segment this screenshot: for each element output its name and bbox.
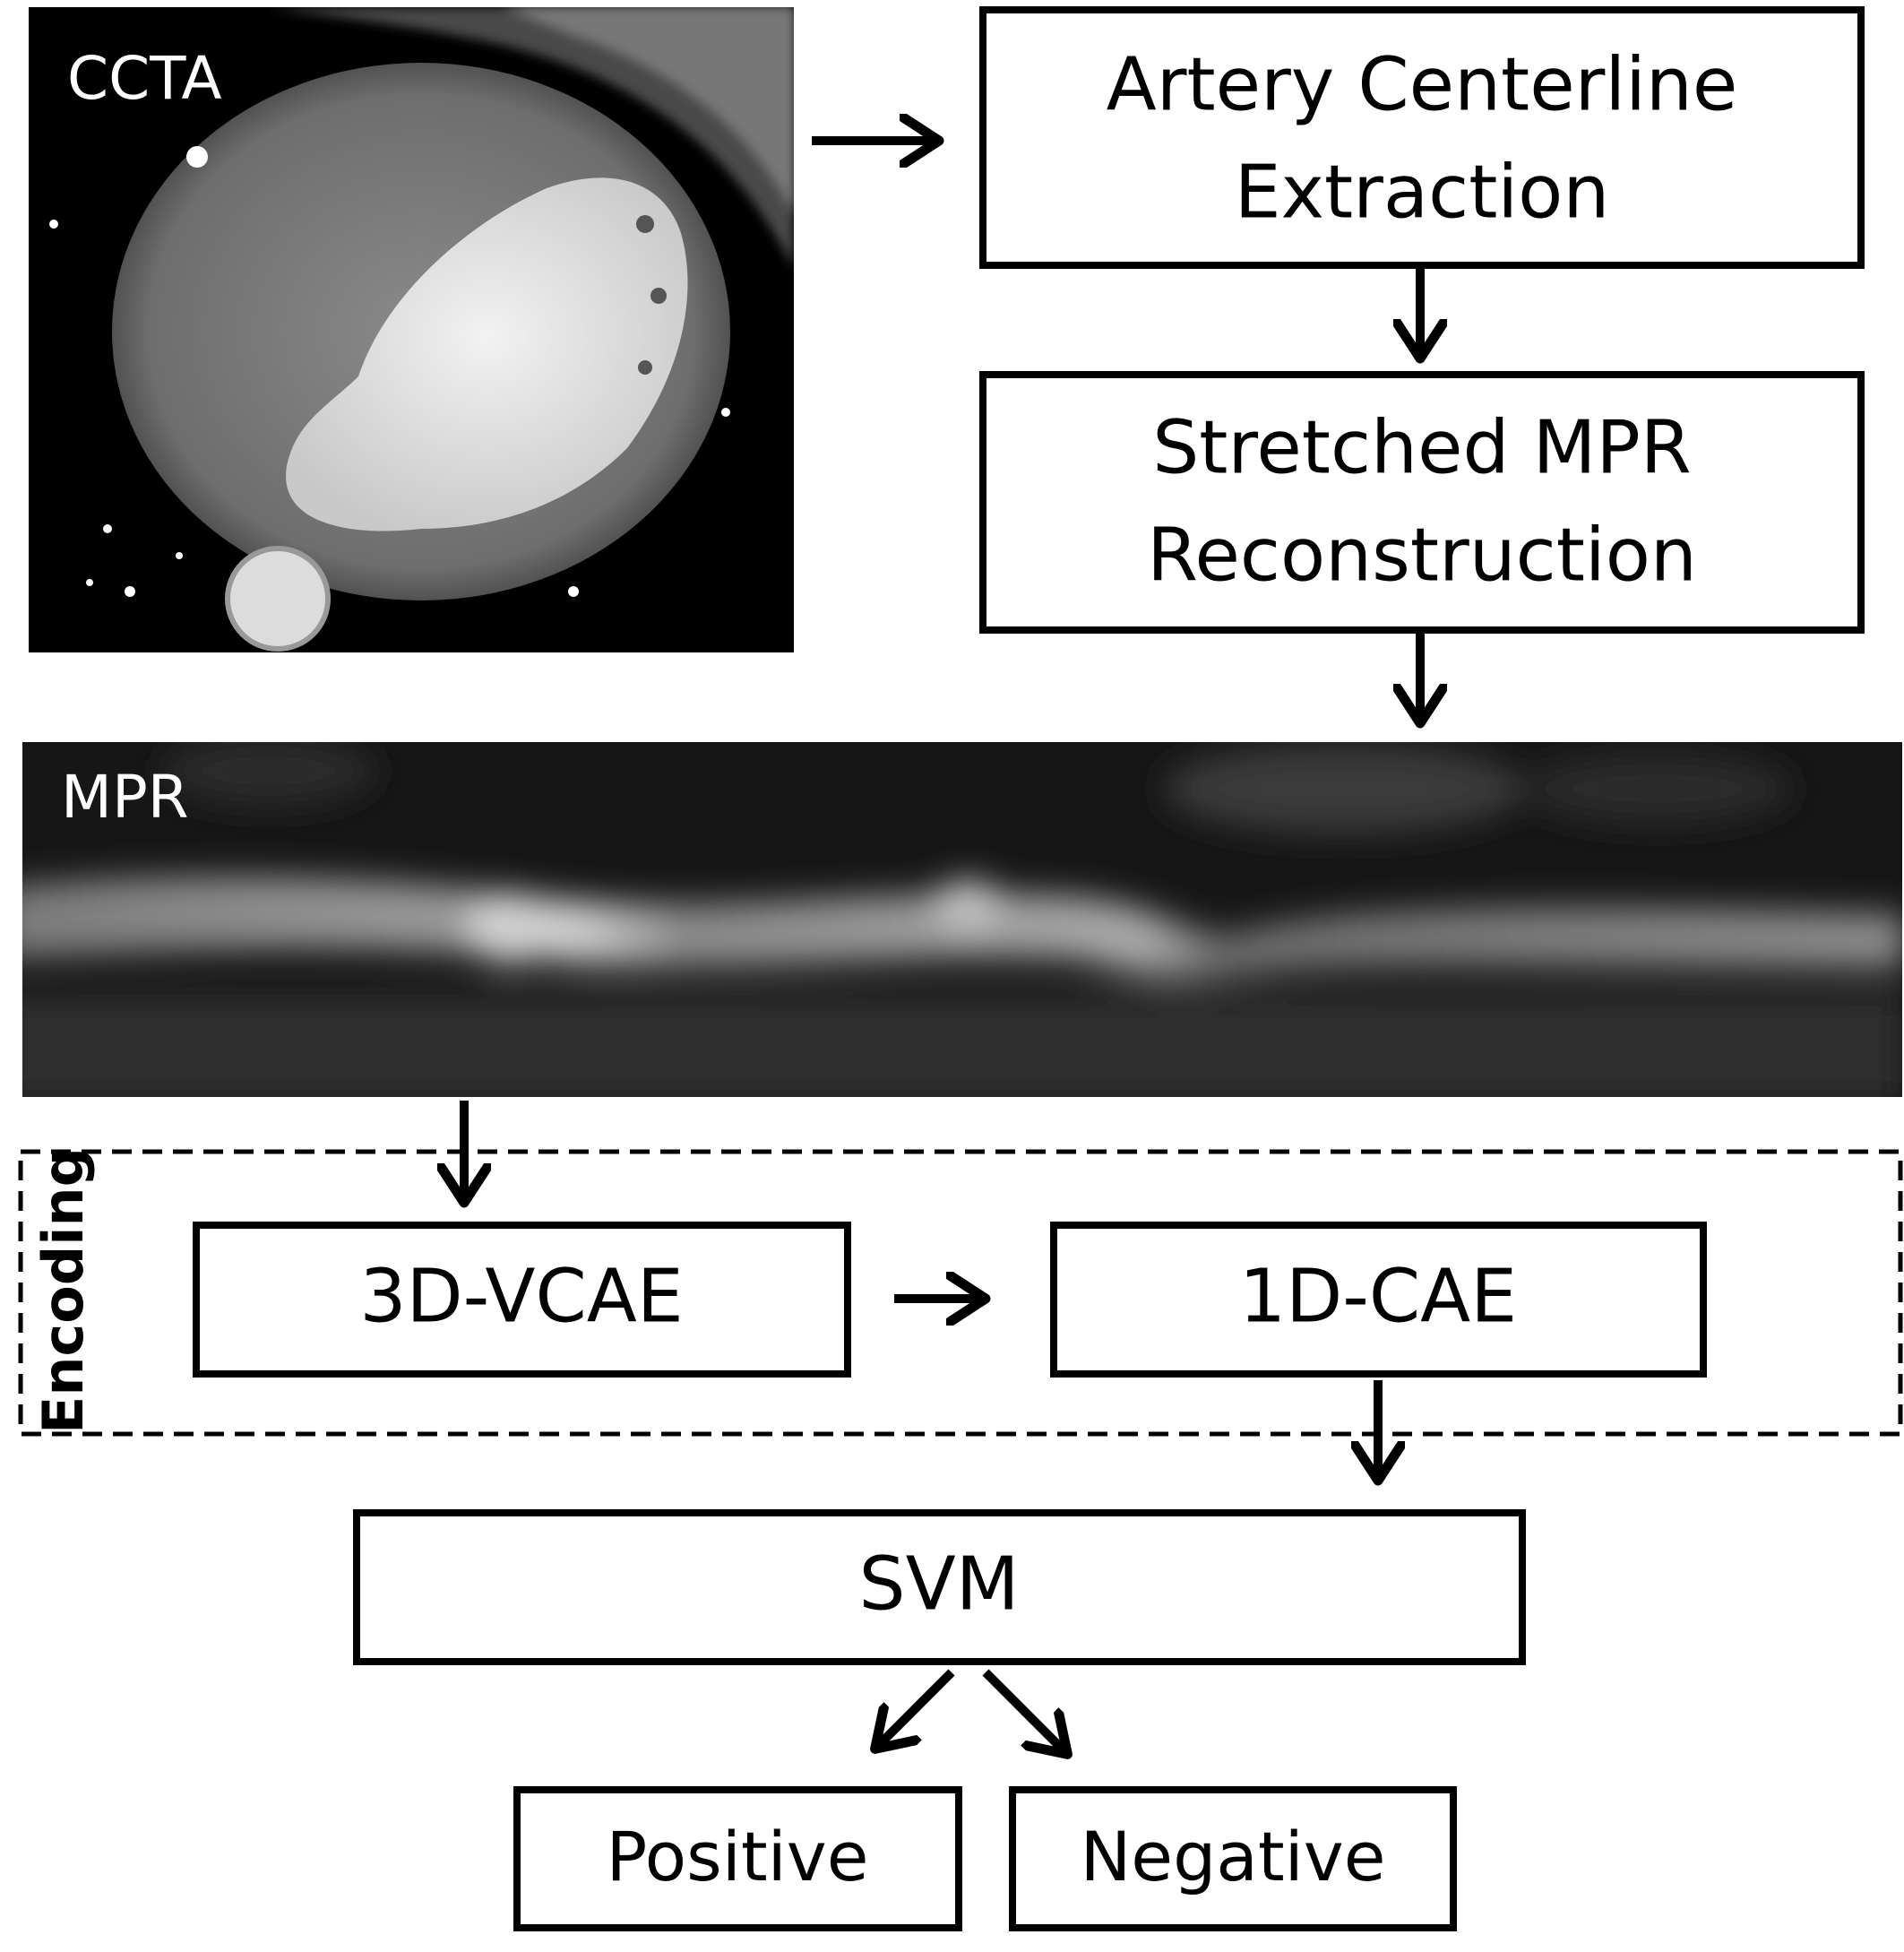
lung-vessel-dot (86, 579, 93, 586)
lung-vessel-dot (125, 586, 135, 597)
heart-chambers (286, 177, 688, 531)
arrow-svm-to-negative (982, 1669, 1066, 1753)
mpr-image: MPR (22, 742, 1902, 1097)
fat-speckle (650, 288, 667, 304)
negative-text: Negative (1080, 1817, 1385, 1896)
cae-text: 1D-CAE (1239, 1254, 1517, 1339)
svm-text: SVM (859, 1542, 1020, 1627)
centerline-text-line2: Extraction (1235, 150, 1610, 235)
mpr-vessel-scan (22, 742, 1902, 1097)
mpr-reconstruction-text-line1: Stretched MPR (1152, 405, 1692, 490)
aorta-wall (225, 546, 331, 652)
lung-vessel-dot (721, 408, 730, 417)
svm-box (353, 1509, 1526, 1665)
mpr-reconstruction-box (979, 371, 1865, 634)
output-negative: Negative (1009, 1786, 1457, 1931)
encoding-group-label: Encoding (30, 1147, 96, 1434)
vcae-box (193, 1222, 851, 1378)
ccta-label: CCTA (67, 44, 222, 113)
chest-wall-bone (502, 7, 794, 215)
step-mpr-reconstruction: Stretched MPR Reconstruction (979, 371, 1865, 634)
centerline-text-line1: Artery Centerline (1107, 42, 1738, 127)
encoding-dashed-border (18, 1149, 1903, 1437)
mpr-label: MPR (61, 763, 189, 832)
vcae-text: 3D-VCAE (359, 1254, 683, 1339)
step-svm: SVM (353, 1509, 1526, 1665)
descending-aorta (228, 548, 328, 649)
step-centerline-extraction: Artery Centerline Extraction (979, 6, 1865, 269)
cae-box (1050, 1222, 1707, 1378)
output-positive: Positive (513, 1786, 962, 1931)
ccta-image: CCTA (29, 7, 794, 652)
lung-vessel-dot (49, 220, 58, 229)
coronary-calcification (186, 146, 208, 168)
negative-box (1009, 1786, 1457, 1931)
lung-vessel-dot (568, 586, 579, 597)
positive-box (513, 1786, 962, 1931)
arrow-svm-to-positive (876, 1669, 955, 1748)
mpr-blurred-structures (22, 742, 1902, 1097)
fat-speckle (636, 215, 654, 233)
positive-text: Positive (607, 1817, 869, 1896)
ccta-heart-scan (49, 7, 794, 652)
fat-speckle (638, 360, 652, 375)
lung-vessel-dot (176, 552, 183, 559)
lung-vessel-dot (103, 524, 112, 533)
mpr-reconstruction-text-line2: Reconstruction (1147, 513, 1697, 598)
centerline-box (979, 6, 1865, 269)
encoding-group: Encoding 3D-VCAE 1D-CAE (18, 1147, 1903, 1437)
